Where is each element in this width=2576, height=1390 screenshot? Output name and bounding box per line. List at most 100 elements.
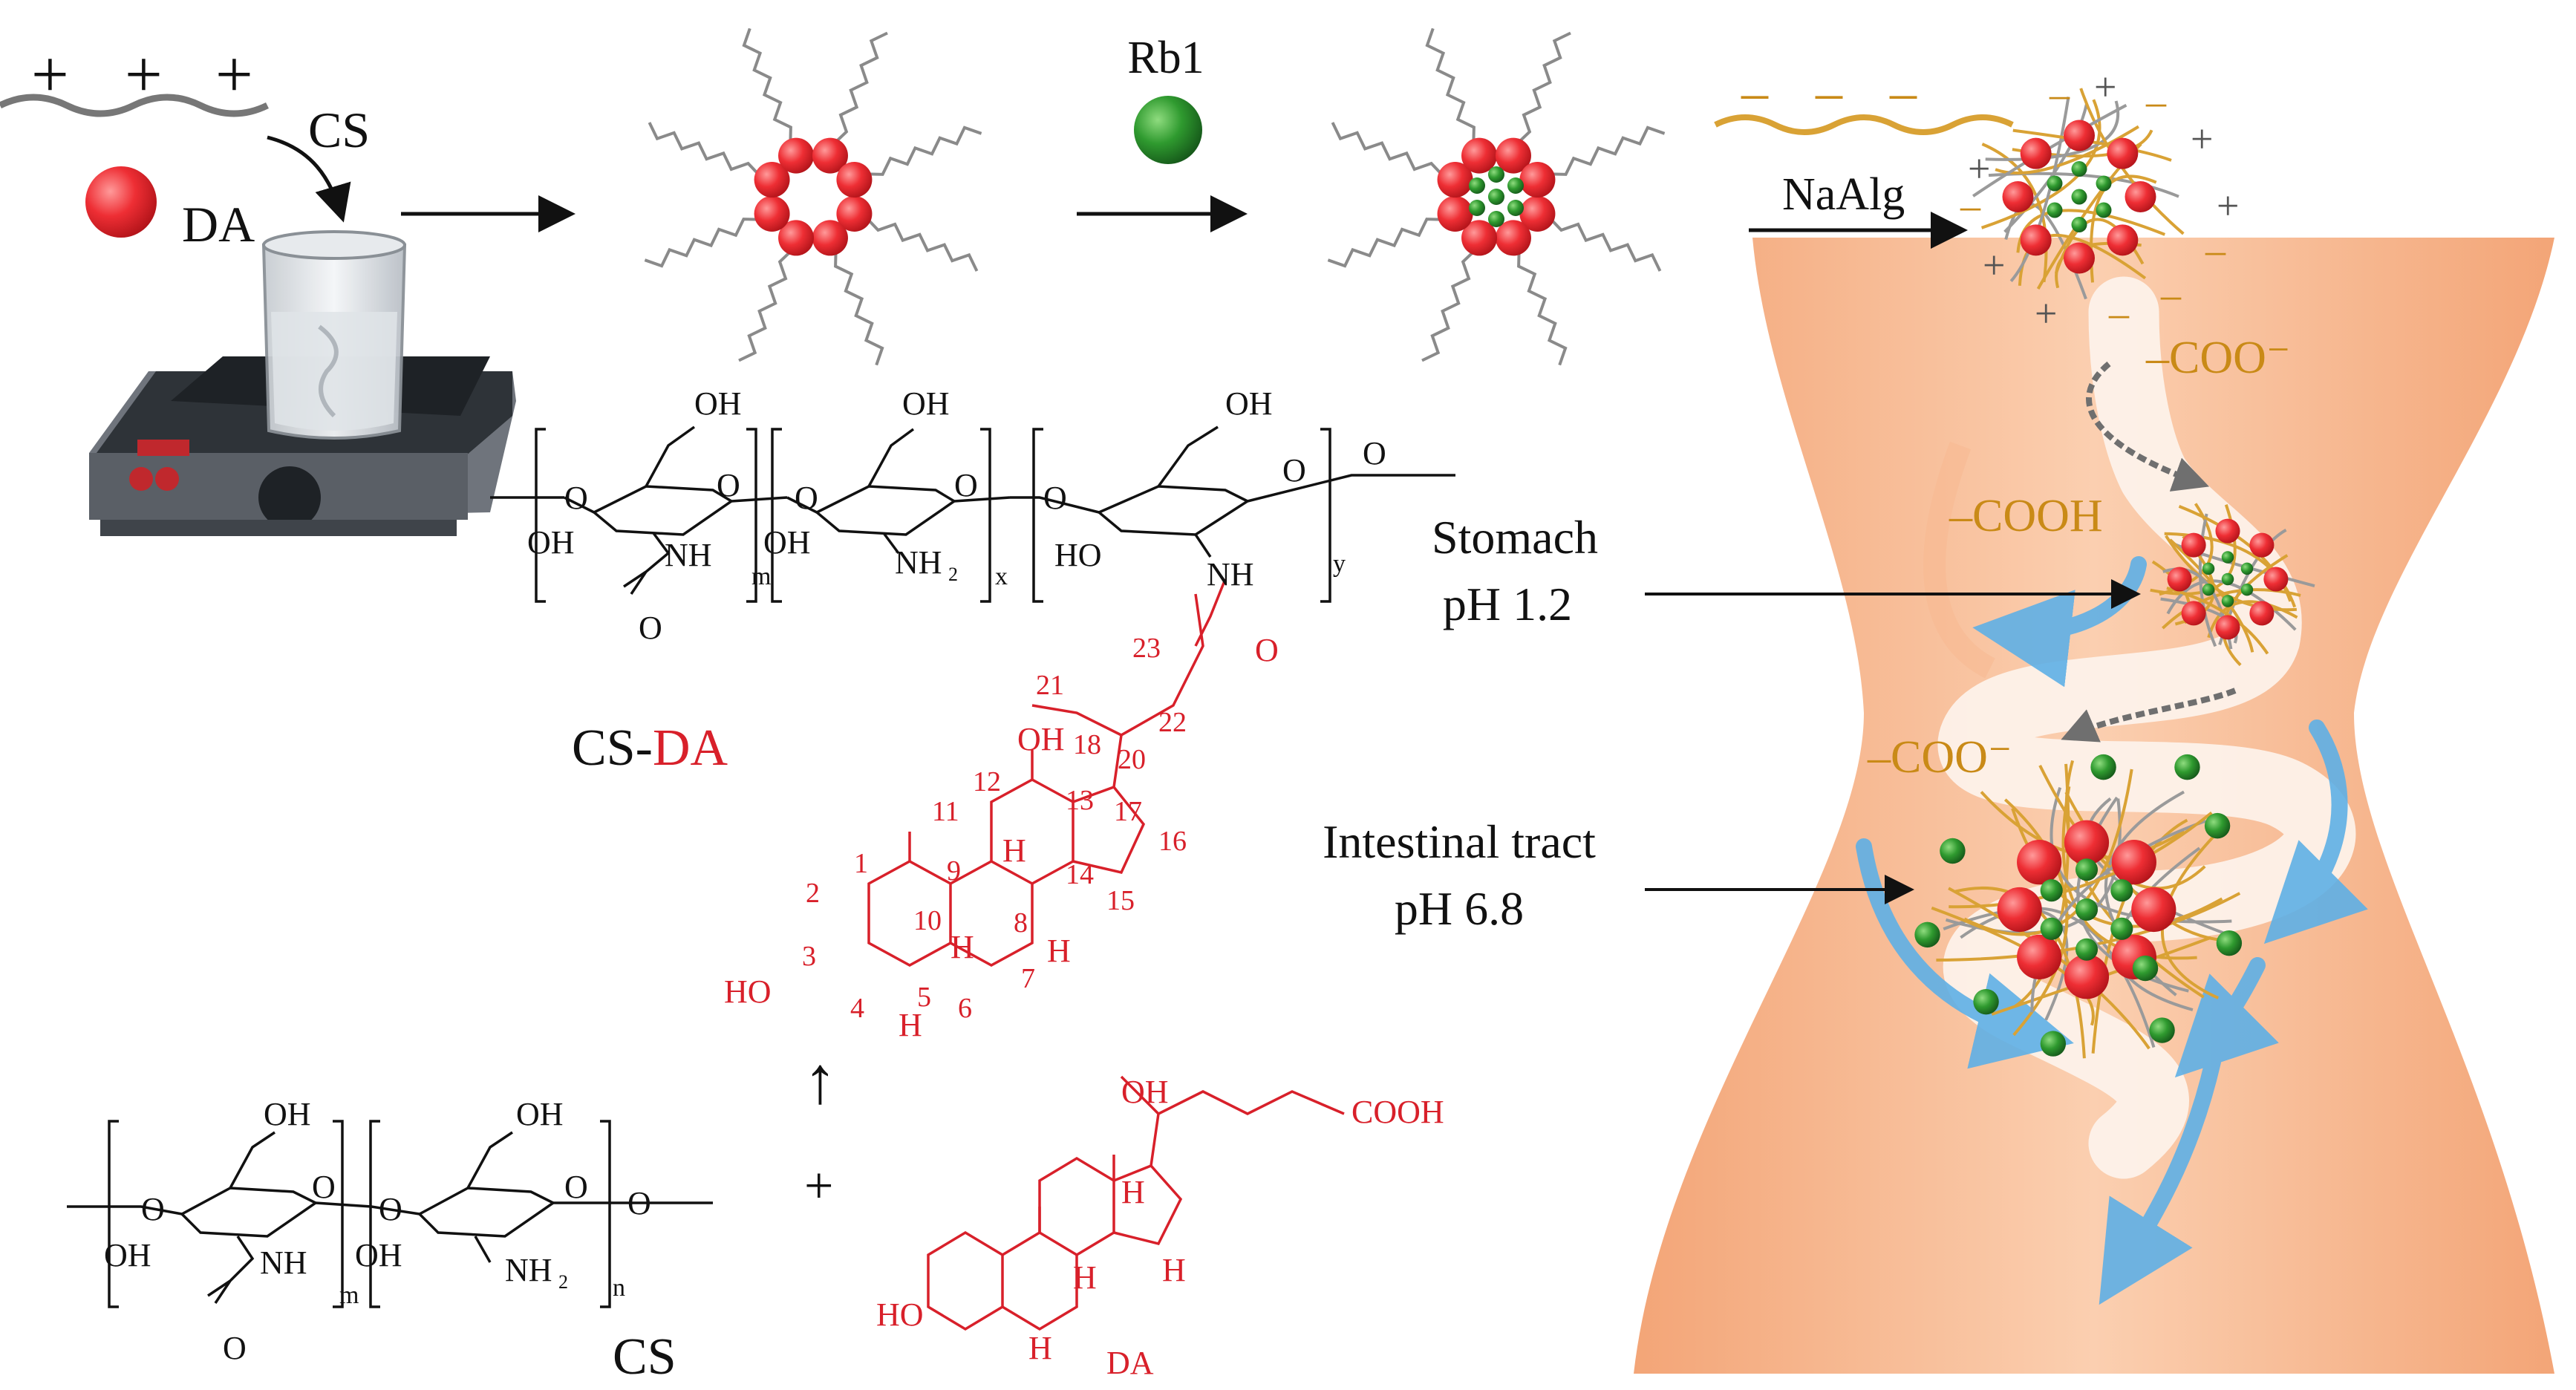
surface-charge: – (1960, 183, 1981, 228)
csda-oh-bot-1: OH (527, 524, 575, 561)
rb1-sphere (2240, 562, 2254, 575)
cs-ring-1-nh (207, 1236, 255, 1304)
cs-sub-n: n (613, 1274, 625, 1302)
cs-o-5: O (627, 1185, 651, 1221)
gi-tract-panel (1634, 238, 2554, 1374)
csda-oh-top-3: OH (1225, 385, 1273, 422)
csda-amide-o: O (1255, 632, 1279, 668)
released-rb1 (1940, 838, 1966, 864)
rb1-sphere (1469, 200, 1485, 216)
group-h14: H (1047, 933, 1071, 969)
carbon-number-12: 12 (973, 766, 1001, 797)
csda-link-o-3: O (1043, 480, 1067, 516)
magnetic-stirrer (89, 230, 516, 536)
flow-arrow-4 (2099, 1054, 2221, 1305)
chain-arrow-1 (2086, 361, 2210, 492)
alginate-strand (1981, 143, 2048, 283)
cs-charge-2: + (125, 38, 163, 111)
rb1-sphere (2110, 879, 2133, 902)
flow-arrow-5 (2174, 957, 2279, 1078)
reaction-plus: + (804, 1158, 833, 1215)
da-sphere (2064, 120, 2095, 151)
rb1-sphere (1469, 177, 1485, 194)
flow-arrow-3 (1856, 838, 2074, 1069)
da-structure-label: DA (1106, 1345, 1154, 1381)
released-rb1 (2204, 812, 2231, 839)
csda-link-o-1: O (564, 480, 588, 516)
da-sphere (2125, 181, 2156, 212)
surface-charge: + (2035, 291, 2057, 336)
group-h5: H (899, 1007, 922, 1043)
cs-label: CS (308, 102, 370, 158)
cs-oh-bot-2: OH (355, 1237, 402, 1273)
micelle-tail (1331, 122, 1443, 175)
da-sphere (1437, 162, 1473, 198)
alginate-negative-charges: – – – (1741, 62, 1917, 122)
da-sphere (2020, 137, 2052, 169)
intestine-ph-label: pH 6.8 (1395, 882, 1524, 935)
rb1-sphere (2075, 938, 2099, 961)
intestine-label: Intestinal tract (1323, 815, 1596, 868)
cs-ring-2 (417, 1187, 556, 1238)
rb1-sphere (2071, 189, 2087, 205)
surface-charge: – (2108, 291, 2130, 336)
micelle-tail (738, 250, 792, 362)
da-sphere (754, 162, 790, 198)
bracket-x-close (980, 428, 991, 603)
csda-sub-x: x (995, 563, 1008, 590)
csda-nh2: NH (895, 544, 942, 581)
micelle-tail (1327, 218, 1442, 268)
cs-nh: NH (260, 1244, 307, 1281)
micelle-tail (1551, 125, 1666, 176)
da-sphere (2215, 615, 2240, 640)
surface-charge: – (2049, 72, 2070, 117)
rb1-sphere (1507, 200, 1524, 216)
cs-sub-m: m (339, 1282, 359, 1309)
alginate-strand (1960, 907, 2156, 1048)
carbon-number-15: 15 (1106, 885, 1135, 916)
stirrer-knob-1 (129, 467, 153, 491)
alginate-strand (1936, 892, 2241, 962)
cs-polymer-chain (0, 94, 269, 117)
csda-ho-bot-3: HO (1054, 537, 1102, 573)
cs-oh-top-2: OH (516, 1096, 564, 1132)
surface-charge: + (2094, 65, 2116, 109)
ring-1-nh (623, 532, 671, 595)
cs-da-labels: OH OH OH O O O O O O O OH OH HO NH NH 2 … (527, 385, 1386, 668)
da-sphere (2017, 840, 2062, 885)
rb1-sphere (1134, 96, 1202, 164)
da-sphere (2064, 242, 2095, 274)
da-sphere (2107, 224, 2139, 256)
naalg-label: NaAlg (1782, 169, 1905, 220)
da-sphere (2167, 567, 2192, 592)
carbon-number-22: 22 (1158, 707, 1187, 738)
ring-2-nh2 (882, 532, 900, 555)
micelle-tail (1518, 31, 1571, 143)
alginate-strand (2161, 830, 2220, 999)
stirrer-display (137, 440, 189, 456)
da-ho: HO (876, 1296, 924, 1333)
cs-ring-2-ch2 (466, 1131, 513, 1189)
carbon-number-9: 9 (947, 855, 961, 887)
da-sphere (2131, 887, 2176, 933)
cs-ring-1 (180, 1187, 319, 1238)
da-sphere (2111, 840, 2156, 885)
cooh-label: –COOH (1949, 491, 2103, 541)
alg-charge-2: – (1815, 62, 1843, 122)
group-h9: H (950, 929, 974, 965)
cs-oh-bot-1: OH (104, 1237, 151, 1273)
bracket-m-close (746, 428, 757, 603)
cs-ring-2-nh2 (474, 1236, 492, 1263)
alginate-strand (2198, 513, 2217, 647)
alginate-strand (1985, 100, 2120, 161)
micelle-tail (1425, 27, 1476, 143)
alginate-strand (2030, 819, 2206, 1013)
released-rb1 (2040, 1031, 2067, 1057)
micelle-tail (1421, 250, 1475, 362)
carbon-number-16: 16 (1158, 826, 1187, 857)
rb1-sphere (2110, 917, 2133, 940)
stirrer-dial (258, 466, 321, 529)
da-h-14: H (1162, 1252, 1186, 1288)
coo-bottom-label: –COO⁻ (1867, 732, 2012, 783)
da-h-8: H (1073, 1259, 1097, 1296)
